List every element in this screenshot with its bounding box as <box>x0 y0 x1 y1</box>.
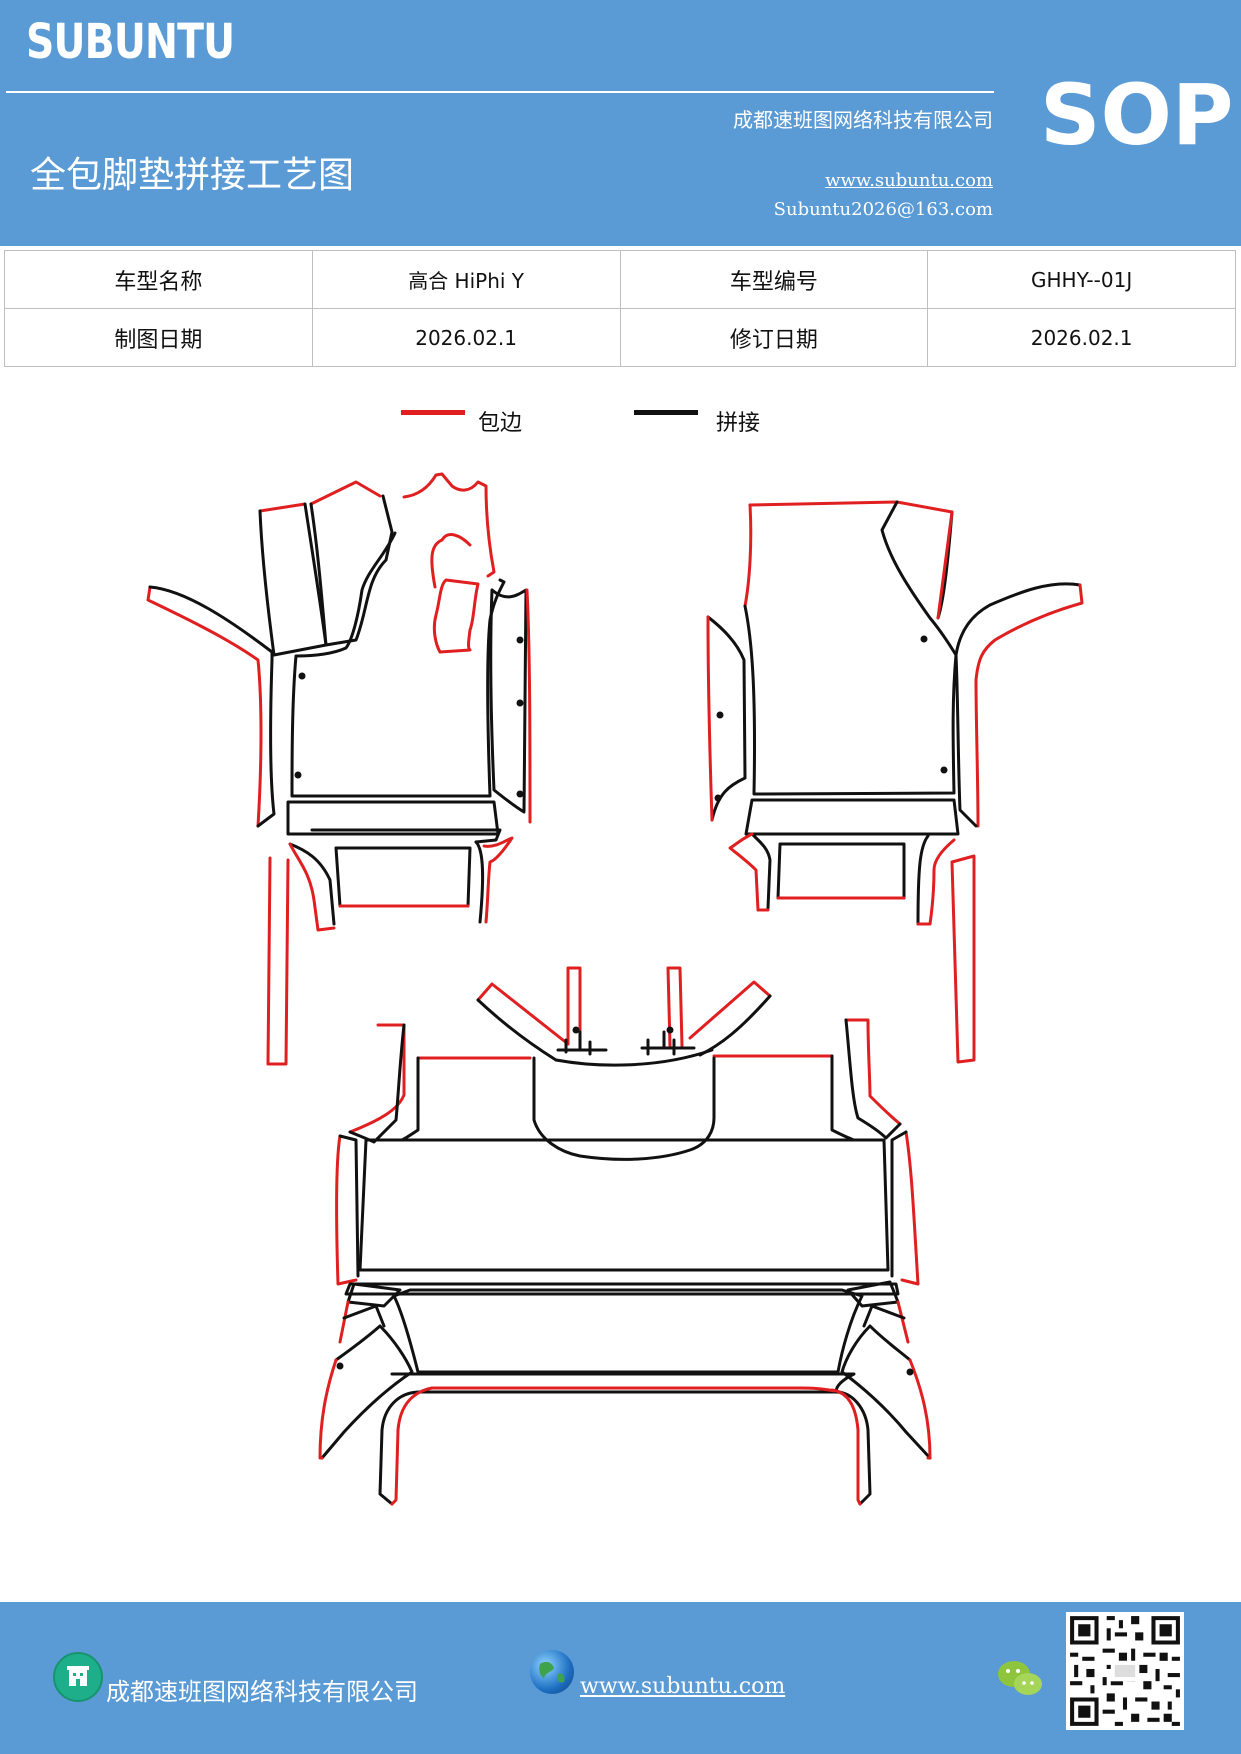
sop-badge: SOP <box>1040 66 1234 164</box>
document-title: 全包脚垫拼接工艺图 <box>30 155 355 196</box>
company-name: 成都速班图网络科技有限公司 <box>733 108 993 132</box>
legend-joint-line <box>634 410 698 415</box>
table-row: 车型名称 高合 HiPhi Y 车型编号 GHHY--01J <box>4 250 1236 309</box>
legend-edge-line <box>401 410 465 415</box>
header-divider <box>6 91 994 93</box>
website-link[interactable]: www.subuntu.com <box>825 170 993 191</box>
table-row: 制图日期 2026.02.1 修订日期 2026.02.1 <box>4 308 1236 367</box>
footer-company-name: 成都速班图网络科技有限公司 <box>106 1678 418 1706</box>
draw-date-value: 2026.02.1 <box>311 308 621 367</box>
model-name-value: 高合 HiPhi Y <box>311 250 621 309</box>
model-name-label: 车型名称 <box>4 250 313 309</box>
footer-website-link[interactable]: www.subuntu.com <box>580 1674 786 1699</box>
model-code-value: GHHY--01J <box>927 250 1236 309</box>
info-table: 车型名称 高合 HiPhi Y 车型编号 GHHY--01J 制图日期 2026… <box>4 250 1236 367</box>
rear-mat-group <box>318 966 932 1506</box>
legend-edge-label: 包边 <box>478 411 523 436</box>
email-address: Subuntu2026@163.com <box>773 199 993 220</box>
revise-date-value: 2026.02.1 <box>927 308 1236 367</box>
building-icon <box>53 1652 103 1702</box>
globe-icon <box>530 1650 574 1694</box>
wechat-icon[interactable] <box>996 1656 1044 1700</box>
qr-code[interactable] <box>1066 1612 1184 1730</box>
legend-joint-label: 拼接 <box>716 411 761 436</box>
draw-date-label: 制图日期 <box>4 308 313 367</box>
model-code-label: 车型编号 <box>619 250 929 309</box>
passenger-mat-group <box>706 500 1084 1064</box>
brand-logo: SUBUNTU <box>26 14 235 70</box>
header-banner: SUBUNTU 成都速班图网络科技有限公司 全包脚垫拼接工艺图 www.subu… <box>0 0 1241 246</box>
revise-date-label: 修订日期 <box>619 308 929 367</box>
driver-mat-group <box>146 472 532 1066</box>
footer-banner: 成都速班图网络科技有限公司 www.subuntu.com <box>0 1602 1241 1754</box>
